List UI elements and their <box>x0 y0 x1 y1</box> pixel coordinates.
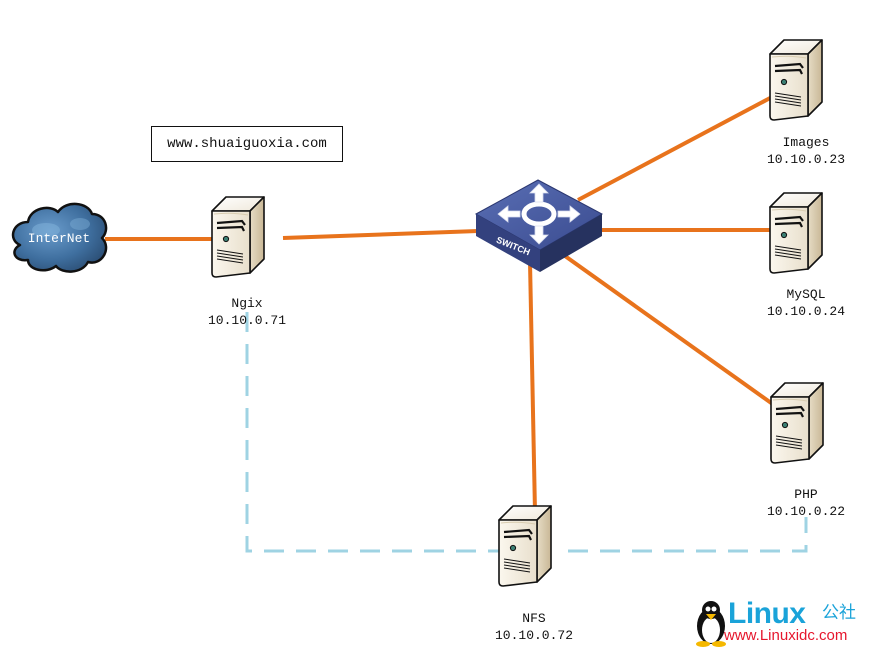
storage-links <box>245 312 808 553</box>
storage-link-ngix-nfs <box>245 312 500 553</box>
ethernet-links <box>105 95 776 513</box>
server-icon-ngix <box>210 195 266 279</box>
server-icon-nfs <box>497 504 553 588</box>
internet-cloud-icon <box>11 202 108 273</box>
node-name: MySQL <box>786 287 826 302</box>
node-name: PHP <box>794 487 818 502</box>
node-name: Ngix <box>231 296 263 311</box>
link-ngix-switch <box>282 229 479 240</box>
node-ip: 10.10.0.23 <box>766 152 845 167</box>
node-name: NFS <box>522 611 546 626</box>
node-ip: 10.10.0.22 <box>766 504 845 519</box>
node-label-php: PHP 10.10.0.22 <box>746 486 866 520</box>
server-icon-mysql <box>768 191 824 275</box>
node-label-ngix: Ngix 10.10.0.71 <box>187 295 307 329</box>
node-label-nfs: NFS 10.10.0.72 <box>474 610 594 644</box>
internet-label: InterNet <box>27 231 91 246</box>
node-ip: 10.10.0.71 <box>207 313 286 328</box>
server-icon-images <box>768 38 824 122</box>
node-ip: 10.10.0.24 <box>766 304 845 319</box>
watermark-brand: Linux <box>728 597 806 630</box>
storage-link-php-nfs <box>568 517 808 553</box>
penguin-logo-icon <box>696 601 726 647</box>
link-switch-images <box>577 95 773 202</box>
node-label-images: Images 10.10.0.23 <box>746 134 866 168</box>
switch-icon <box>474 179 604 272</box>
linuxidc-watermark: Linux 公社 www.Linuxidc.com <box>690 598 868 648</box>
node-ip: 10.10.0.72 <box>494 628 573 643</box>
link-switch-php <box>563 254 776 407</box>
watermark-url: www.Linuxidc.com <box>724 627 848 644</box>
website-url-label: www.shuaiguoxia.com <box>151 126 343 162</box>
server-icon-php <box>769 381 825 465</box>
node-name: Images <box>782 135 830 150</box>
node-label-mysql: MySQL 10.10.0.24 <box>746 286 866 320</box>
watermark-brand-cn: 公社 <box>822 603 856 623</box>
link-switch-nfs <box>528 261 537 513</box>
